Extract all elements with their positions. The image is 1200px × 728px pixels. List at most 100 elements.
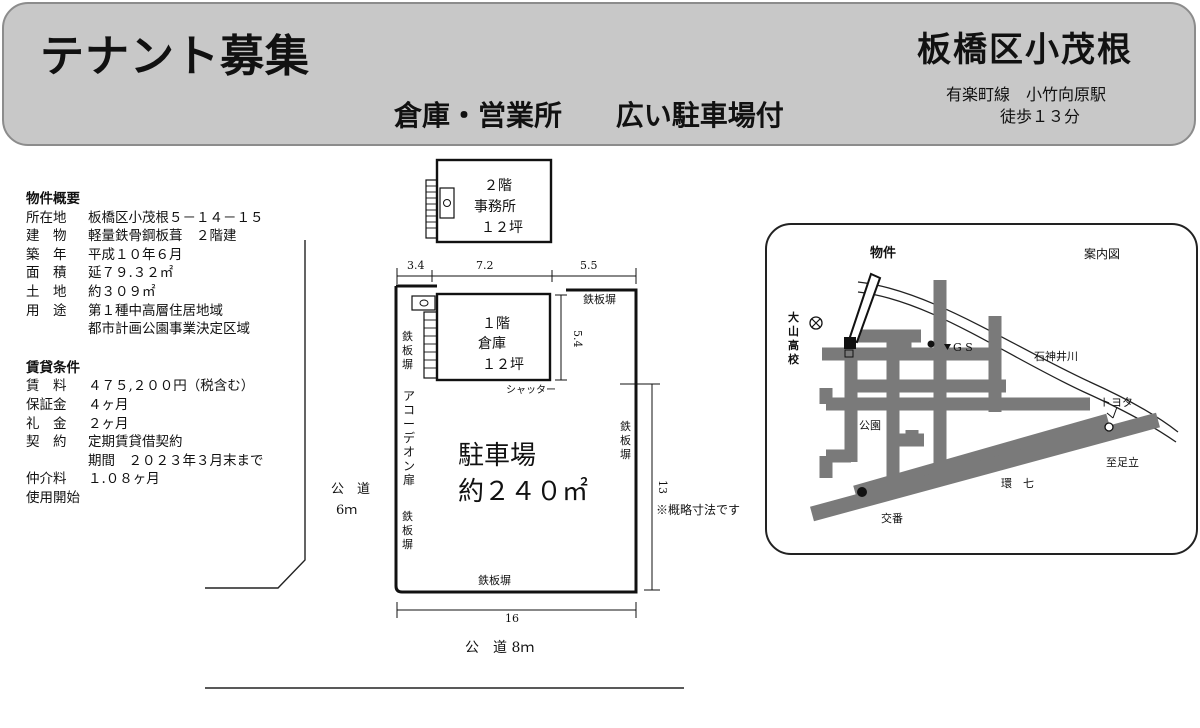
- fence-top-label: 鉄板塀: [583, 292, 616, 306]
- floor2-use: 事務所: [474, 199, 516, 215]
- fence-left-label: 鉄板塀: [402, 329, 413, 371]
- spec-value: ４ヶ月: [88, 396, 129, 413]
- map-property-label: 物件: [870, 245, 896, 261]
- vertical-glyph: 校: [788, 352, 800, 366]
- vertical-glyph: 塀: [402, 538, 413, 551]
- park-label: 公園: [859, 419, 881, 432]
- spec-value: 板橋区小茂根５－１４－１５: [88, 209, 264, 226]
- floor1-size: １２坪: [482, 357, 524, 373]
- vertical-glyph: オ: [403, 445, 415, 459]
- vertical-glyph: ア: [403, 389, 415, 403]
- tagline-parking: 広い駐車場付: [615, 99, 784, 132]
- spec-key: 使用開始: [26, 489, 80, 506]
- floor2-label: ２階: [484, 178, 512, 194]
- vertical-glyph: 山: [788, 324, 799, 338]
- spec-value: 約３０９㎡: [88, 283, 156, 300]
- spec-value: 都市計画公園事業決定区域: [88, 321, 250, 338]
- dim-d: 5.4: [571, 330, 584, 348]
- river-bank-south: [857, 291, 1177, 443]
- vertical-glyph: 板: [402, 343, 413, 357]
- parking-area: 約２４０㎡: [458, 477, 588, 507]
- lot-outline: [394, 286, 638, 594]
- gs-dot-icon: [927, 340, 935, 348]
- spec-key: 土 地: [26, 283, 67, 300]
- depth-dimension: [620, 383, 660, 591]
- spec-key: 保証金: [26, 396, 67, 413]
- vertical-glyph: 塀: [620, 448, 631, 461]
- station-line: 有楽町線 小竹向原駅: [946, 85, 1107, 104]
- station-walk: 徒歩１３分: [1000, 107, 1081, 126]
- spec-row: 築 年平成１０年６月: [26, 246, 264, 265]
- kan7-road: [810, 412, 1160, 522]
- dim-b: 7.2: [476, 259, 494, 272]
- spec-row: 都市計画公園事業決定区域: [26, 320, 264, 339]
- side-road-width: 6ｍ: [336, 503, 357, 518]
- spec-row: 用 途 第１種中高層住居地域: [26, 302, 264, 321]
- area-name: 板橋区小茂根: [917, 30, 1133, 70]
- tagline-use: 倉庫・営業所: [394, 99, 563, 132]
- spec-value: 定期賃貸借契約: [88, 434, 183, 451]
- spec-value: ２ヶ月: [88, 415, 129, 432]
- spec-value: 軽量鉄骨鋼板葺 ２階建: [88, 228, 237, 245]
- toyota-arrow-icon: [1106, 406, 1118, 419]
- top-dimensions: [396, 268, 637, 284]
- dim-c: 5.5: [580, 259, 598, 272]
- shutter-label: シャッター: [506, 384, 556, 396]
- gs-label: G S: [953, 341, 973, 354]
- spec-row: 期間 ２０２３年３月末まで: [26, 452, 264, 471]
- station-access: 有楽町線 小竹向原駅 徒歩１３分: [946, 84, 1106, 128]
- overview-title: 物件概要: [26, 191, 80, 207]
- terms-title: 賃貸条件: [26, 359, 80, 376]
- building-depth-dim: [555, 294, 567, 381]
- vertical-glyph: 鉄: [620, 419, 631, 433]
- front-road-label: 公 道 8ｍ: [465, 640, 534, 656]
- width-dimension: [396, 602, 637, 618]
- floor2-plan: ２階 事務所 １２坪: [425, 158, 553, 244]
- side-road-label: 公 道: [331, 482, 370, 497]
- spec-key: 用 途: [26, 302, 67, 319]
- river-bank-north: [857, 281, 1179, 433]
- vertical-glyph: コ: [403, 403, 415, 417]
- to-adachi-label: 至足立: [1106, 455, 1139, 469]
- spec-key: 面 積: [26, 265, 67, 282]
- floor1-use: 倉庫: [478, 335, 506, 352]
- river-label: 石神井川: [1034, 349, 1078, 363]
- map-title: 案内図: [1084, 246, 1120, 261]
- vertical-glyph: ー: [403, 417, 415, 431]
- gs-marker-icon: [944, 344, 951, 350]
- spec-key: 仲介料: [26, 471, 67, 488]
- spec-row: 保証金 ４ヶ月: [26, 396, 264, 415]
- vertical-glyph: 高: [788, 338, 799, 352]
- vertical-glyph: 板: [402, 523, 413, 537]
- approx-note: ※概略寸法です: [656, 502, 740, 517]
- access-map-frame: [765, 223, 1198, 555]
- site-plan: ２階 事務所 １２坪 3.4 7.2 5.5: [205, 158, 740, 689]
- spec-key: 所在地: [26, 209, 67, 226]
- property-marker: [844, 337, 856, 349]
- spec-key: 賃 料: [26, 378, 67, 395]
- spec-row: 所在地 板橋区小茂根５－１４－１５: [26, 209, 264, 228]
- vertical-glyph: デ: [403, 430, 415, 445]
- spec-value: 平成１０年６月: [88, 246, 183, 263]
- property-entrance-icon: [844, 349, 854, 358]
- kan7-label: 環 七: [1001, 477, 1034, 490]
- fence-bottom-label: 鉄板塀: [478, 573, 511, 587]
- spec-value: 第１種中高層住居地域: [88, 302, 223, 319]
- spec-key: 契 約: [26, 434, 67, 451]
- koban-label: 交番: [881, 511, 903, 525]
- vertical-glyph: 大: [788, 310, 799, 324]
- dim-depth: 13: [656, 480, 669, 494]
- dim-width: 16: [505, 612, 519, 625]
- toyota-label: トヨタ: [1100, 396, 1133, 409]
- spec-row: 使用開始: [26, 489, 264, 508]
- spec-row: 土 地 約３０９㎡: [26, 283, 264, 302]
- spec-value: 期間 ２０２３年３月末まで: [88, 452, 264, 469]
- parking-label: 駐車場: [458, 441, 536, 471]
